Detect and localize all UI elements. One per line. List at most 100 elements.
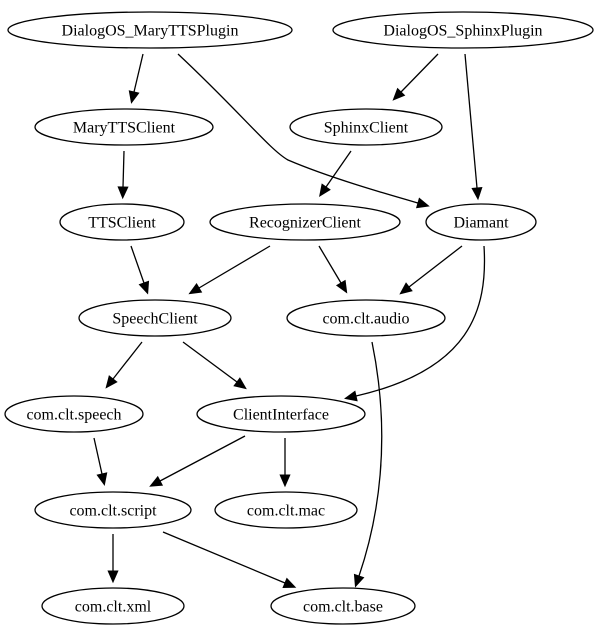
edge-client-interface-to-com-clt-mac — [279, 438, 291, 488]
edge-diamant-to-com-clt-audio — [399, 245, 463, 295]
edge-dialogos-sphinx-plugin-to-sphinx-client — [392, 53, 439, 101]
arrowhead-icon — [107, 570, 119, 584]
arrowhead-icon — [392, 87, 406, 101]
node-label: MaryTTSClient — [73, 120, 176, 137]
node-ellipse — [34, 108, 214, 146]
node-ellipse — [196, 395, 366, 433]
edge-com-clt-speech-to-com-clt-script — [93, 437, 108, 486]
node-ellipse — [289, 108, 443, 146]
arrowhead-icon — [138, 280, 150, 295]
edge-speech-client-to-com-clt-speech — [105, 341, 143, 389]
node-label: com.clt.xml — [75, 599, 152, 616]
edge-line — [112, 341, 143, 380]
node-ellipse — [41, 587, 185, 625]
arrowhead-icon — [335, 279, 348, 294]
node-label: com.clt.mac — [247, 503, 325, 520]
edge-line — [122, 150, 125, 188]
node-label: DialogOS_SphinxPlugin — [383, 23, 542, 40]
node-label: RecognizerClient — [249, 215, 362, 232]
arrowhead-icon — [105, 375, 118, 389]
edge-line — [355, 245, 486, 397]
arrowhead-icon — [282, 577, 297, 588]
edge-line — [133, 53, 144, 93]
node-label: TTSClient — [88, 215, 156, 232]
node-com-clt-script: com.clt.script — [34, 491, 192, 529]
arrowhead-icon — [149, 475, 164, 487]
edge-dialogos-sphinx-plugin-to-diamant — [464, 53, 483, 201]
edge-line — [93, 437, 103, 475]
node-ellipse — [209, 203, 401, 241]
node-label: Diamant — [453, 215, 509, 232]
arrowhead-icon — [188, 282, 203, 295]
edge-tts-client-to-speech-client — [130, 245, 150, 295]
arrowhead-icon — [353, 573, 365, 588]
edge-com-clt-script-to-com-clt-base — [162, 531, 297, 588]
arrowhead-icon — [319, 183, 331, 198]
node-com-clt-mac: com.clt.mac — [214, 491, 358, 529]
node-client-interface: ClientInterface — [196, 395, 366, 433]
node-label: com.clt.base — [303, 599, 383, 616]
edge-sphinx-client-to-recognizer-client — [319, 150, 352, 198]
edges-layer — [93, 53, 486, 588]
node-com-clt-speech: com.clt.speech — [4, 395, 144, 433]
node-ellipse — [78, 299, 232, 337]
node-com-clt-xml: com.clt.xml — [41, 587, 185, 625]
node-ellipse — [7, 11, 293, 49]
edge-recognizer-client-to-speech-client — [188, 245, 271, 295]
edge-dialogos-marytts-plugin-to-marytts-client — [128, 53, 144, 104]
edge-line — [325, 150, 352, 188]
edge-line — [162, 531, 286, 584]
edge-marytts-client-to-tts-client — [117, 150, 129, 200]
edge-line — [198, 245, 271, 289]
node-tts-client: TTSClient — [59, 203, 185, 241]
edge-recognizer-client-to-com-clt-audio — [318, 245, 348, 294]
node-label: ClientInterface — [233, 407, 329, 424]
edge-line — [130, 245, 145, 284]
node-ellipse — [425, 203, 537, 241]
node-sphinx-client: SphinxClient — [289, 108, 443, 146]
nodes-layer: DialogOS_MaryTTSPlugin DialogOS_SphinxPlu… — [4, 11, 594, 625]
node-speech-client: SpeechClient — [78, 299, 232, 337]
arrowhead-icon — [279, 474, 291, 488]
arrowhead-icon — [415, 197, 430, 209]
edge-client-interface-to-com-clt-script — [149, 435, 246, 487]
arrowhead-icon — [233, 377, 247, 390]
edge-line — [358, 341, 383, 577]
node-ellipse — [34, 491, 192, 529]
node-com-clt-audio: com.clt.audio — [286, 299, 446, 337]
node-label: com.clt.script — [69, 503, 157, 520]
arrowhead-icon — [399, 282, 413, 295]
arrowhead-icon — [344, 390, 358, 402]
edge-line — [464, 53, 478, 189]
node-marytts-client: MaryTTSClient — [34, 108, 214, 146]
node-dialogos-marytts-plugin: DialogOS_MaryTTSPlugin — [7, 11, 293, 49]
node-label: SphinxClient — [324, 120, 409, 137]
edge-line — [400, 53, 439, 93]
arrowhead-icon — [128, 90, 140, 104]
edge-com-clt-audio-to-com-clt-base — [353, 341, 383, 588]
node-recognizer-client: RecognizerClient — [209, 203, 401, 241]
edge-speech-client-to-client-interface — [182, 341, 247, 390]
edge-line — [159, 435, 246, 482]
arrowhead-icon — [96, 472, 108, 486]
edge-line — [177, 53, 419, 204]
edge-dialogos-marytts-plugin-to-diamant — [177, 53, 430, 209]
edge-line — [408, 245, 463, 288]
node-ellipse — [270, 587, 416, 625]
node-ellipse — [59, 203, 185, 241]
node-label: com.clt.audio — [322, 311, 409, 328]
node-dialogos-sphinx-plugin: DialogOS_SphinxPlugin — [332, 11, 594, 49]
node-com-clt-base: com.clt.base — [270, 587, 416, 625]
node-label: SpeechClient — [112, 311, 198, 328]
node-label: DialogOS_MaryTTSPlugin — [62, 23, 239, 40]
edge-line — [182, 341, 238, 383]
edge-line — [318, 245, 342, 284]
node-ellipse — [4, 395, 144, 433]
node-label: com.clt.speech — [26, 407, 121, 424]
edge-diamant-to-client-interface — [344, 245, 486, 402]
node-ellipse — [214, 491, 358, 529]
node-ellipse — [286, 299, 446, 337]
arrowhead-icon — [471, 187, 483, 201]
arrowhead-icon — [117, 186, 129, 200]
